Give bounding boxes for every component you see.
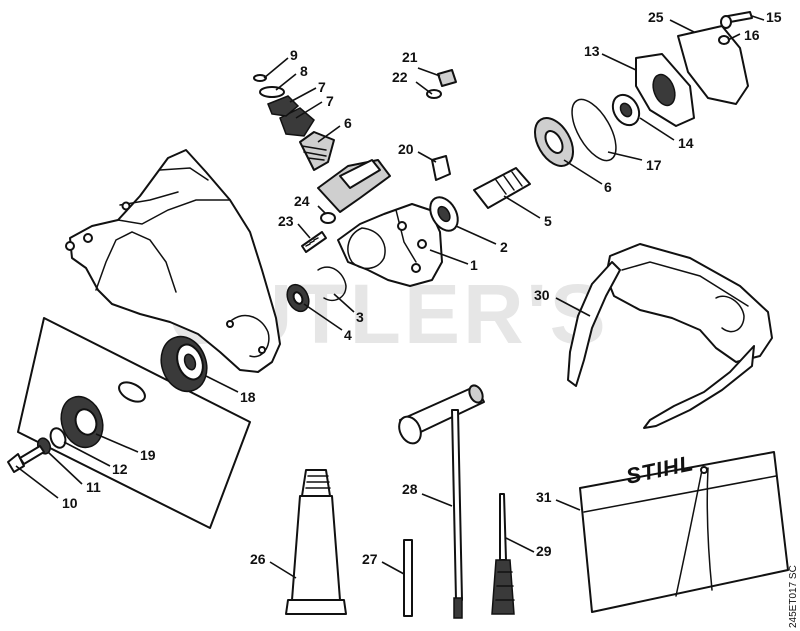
callout-17: 17 (646, 157, 662, 173)
callout-31: 31 (536, 489, 552, 505)
callout-13: 13 (584, 43, 600, 59)
callout-19: 19 (140, 447, 156, 463)
small-fasteners (301, 69, 457, 253)
callout-7b: 7 (326, 93, 334, 109)
callout-26: 26 (250, 551, 266, 567)
callout-6a: 6 (344, 115, 352, 131)
thrust-collar (160, 335, 208, 393)
blade-guard (65, 149, 281, 373)
callout-20: 20 (398, 141, 414, 157)
callout-6b: 6 (604, 179, 612, 195)
callout-15: 15 (766, 9, 782, 25)
gear-housing (317, 159, 443, 287)
callout-labels: 9 8 7 7 6 21 22 20 24 23 1 2 3 4 5 6 13 … (62, 9, 782, 567)
callout-1: 1 (470, 257, 478, 273)
safety-glasses (567, 243, 773, 429)
callout-23: 23 (278, 213, 294, 229)
callout-30: 30 (534, 287, 550, 303)
callout-9: 9 (290, 47, 298, 63)
leader-lines (15, 15, 765, 579)
callout-3: 3 (356, 309, 364, 325)
callout-12: 12 (112, 461, 128, 477)
callout-18: 18 (240, 389, 256, 405)
callout-24: 24 (294, 193, 310, 209)
drawing-code: 245ET017 SC (788, 565, 799, 628)
seal-and-circlip (286, 266, 347, 313)
callout-27: 27 (362, 551, 378, 567)
callout-8: 8 (300, 63, 308, 79)
callout-10: 10 (62, 495, 78, 511)
callout-11: 11 (86, 479, 101, 495)
callout-14: 14 (678, 135, 694, 151)
callout-28: 28 (402, 481, 418, 497)
callout-5: 5 (544, 213, 552, 229)
callout-22: 22 (392, 69, 408, 85)
grease-tube (285, 469, 347, 615)
callout-7a: 7 (318, 79, 326, 95)
tool-pouch: STIHL (579, 450, 789, 613)
callout-4: 4 (344, 327, 352, 343)
callout-21: 21 (402, 49, 418, 65)
combination-wrench (398, 384, 485, 619)
callout-2: 2 (500, 239, 508, 255)
locking-pin (403, 539, 413, 617)
callout-25: 25 (648, 9, 664, 25)
blade-mount-hardware (7, 395, 104, 473)
callout-29: 29 (536, 543, 552, 559)
screwdriver (491, 493, 515, 615)
drive-shaft-group (429, 11, 753, 232)
callout-16: 16 (744, 27, 760, 43)
